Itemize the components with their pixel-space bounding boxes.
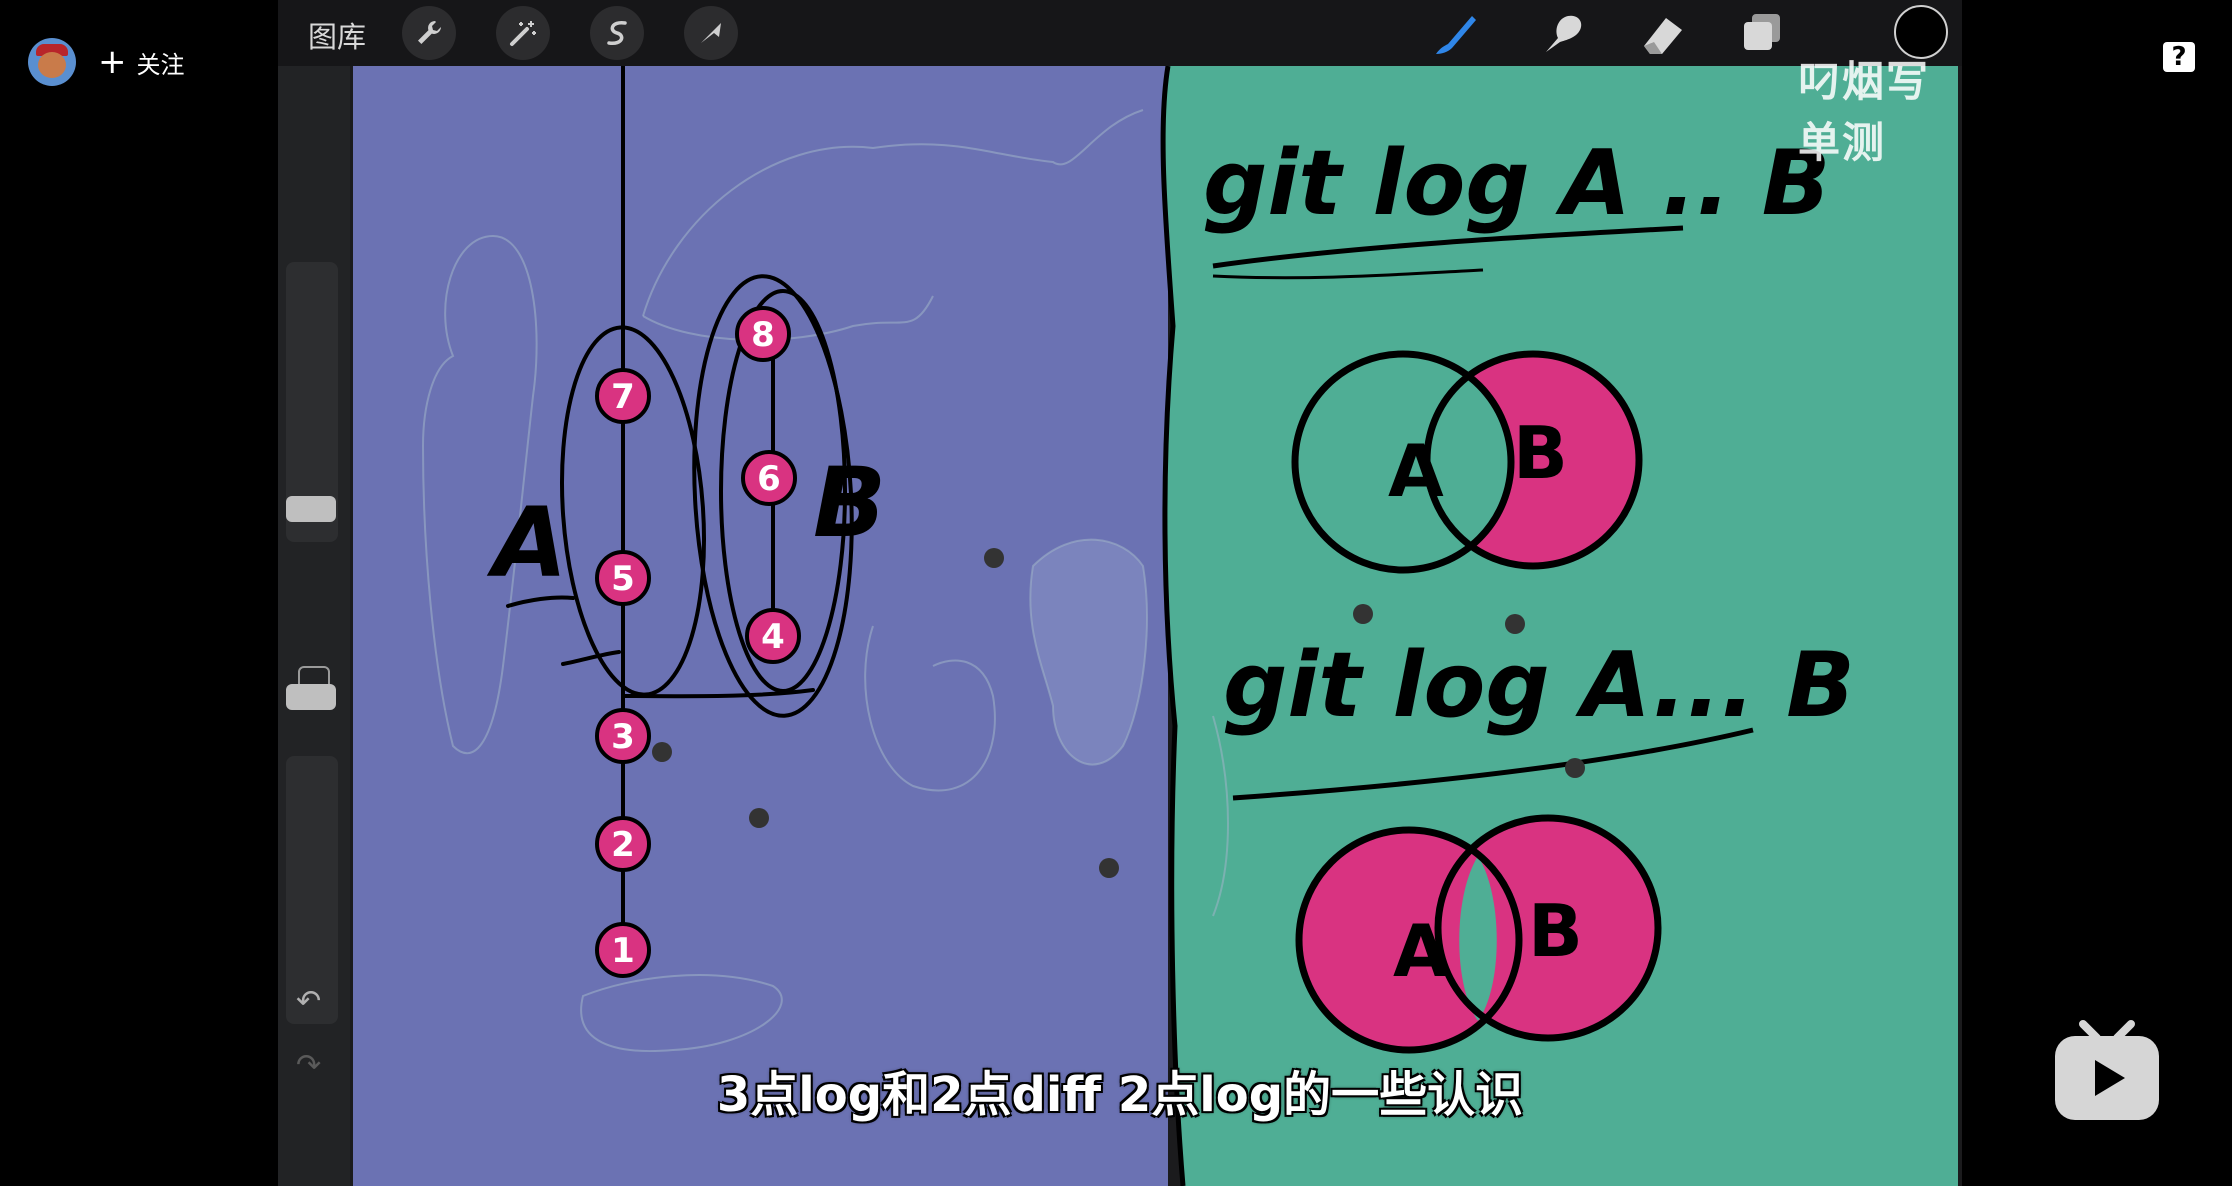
- svg-text:B: B: [1513, 411, 1568, 495]
- redo-icon: ↷: [296, 1048, 322, 1083]
- gallery-label: 图库: [308, 20, 367, 54]
- channel-watermark: 叼烟写单测: [1798, 57, 1931, 167]
- svg-text:4: 4: [761, 617, 785, 657]
- svg-text:3: 3: [611, 717, 635, 757]
- wrench-icon: [402, 6, 456, 60]
- opacity-thumb: [286, 684, 336, 710]
- svg-text:B: B: [1528, 889, 1583, 973]
- commit-node: 4: [745, 608, 801, 664]
- plus-icon: +: [98, 42, 127, 82]
- brush-size-slider: [286, 262, 338, 542]
- tv-icon[interactable]: [2053, 1018, 2161, 1122]
- undo-icon: ↶: [296, 984, 322, 1019]
- procreate-toolbar: 图库: [278, 0, 1962, 66]
- subtitle: 3点log和2点diff 2点log的一些认识: [716, 1067, 1524, 1123]
- color-swatch: [1894, 5, 1948, 59]
- command-three-dot: git log A... B: [1223, 633, 1855, 738]
- svg-text:7: 7: [611, 377, 635, 417]
- procreate-sidebar: ↶ ↷: [278, 66, 350, 1186]
- follow-label: 关注: [136, 50, 185, 79]
- commit-node: 3: [595, 708, 651, 764]
- commit-node: 6: [741, 450, 797, 506]
- selection-icon: [590, 6, 644, 60]
- video-player[interactable]: 图库 ↶ ↷: [278, 0, 1962, 1186]
- help-icon[interactable]: ?: [2163, 42, 2195, 72]
- commit-node: 5: [595, 550, 651, 606]
- transform-arrow-icon: [684, 6, 738, 60]
- brush-icon: [1428, 8, 1480, 60]
- commit-node: 2: [595, 816, 651, 872]
- venn-diagram-1: A B: [1291, 350, 1643, 574]
- svg-text:8: 8: [751, 315, 775, 355]
- uploader-bar: + 关注: [28, 38, 185, 86]
- commit-node: 8: [735, 306, 791, 362]
- venn-diagram-2: A B: [1295, 814, 1662, 1054]
- layers-icon: [1736, 8, 1788, 60]
- eraser-icon: [1636, 8, 1688, 60]
- svg-text:A: A: [1393, 909, 1449, 993]
- smudge-icon: [1536, 8, 1588, 60]
- command-two-dot: git log A .. B: [1203, 131, 1830, 236]
- commit-node: 1: [595, 922, 651, 978]
- follow-button[interactable]: + 关注: [98, 45, 185, 80]
- avatar[interactable]: [28, 38, 76, 86]
- brush-size-thumb: [286, 496, 336, 522]
- svg-text:1: 1: [611, 931, 635, 971]
- svg-text:A: A: [1388, 429, 1444, 513]
- drawing-canvas: 1 2 3 4 5 6 7 8 A B git log A .. B git l…: [353, 66, 1958, 1186]
- commit-node: 7: [595, 368, 651, 424]
- svg-text:5: 5: [611, 559, 635, 599]
- magic-wand-icon: [496, 6, 550, 60]
- branch-label-a: A: [486, 487, 567, 599]
- svg-text:2: 2: [611, 825, 635, 865]
- svg-text:6: 6: [757, 459, 781, 499]
- branch-label-b: B: [813, 447, 886, 559]
- opacity-slider: [286, 756, 338, 1024]
